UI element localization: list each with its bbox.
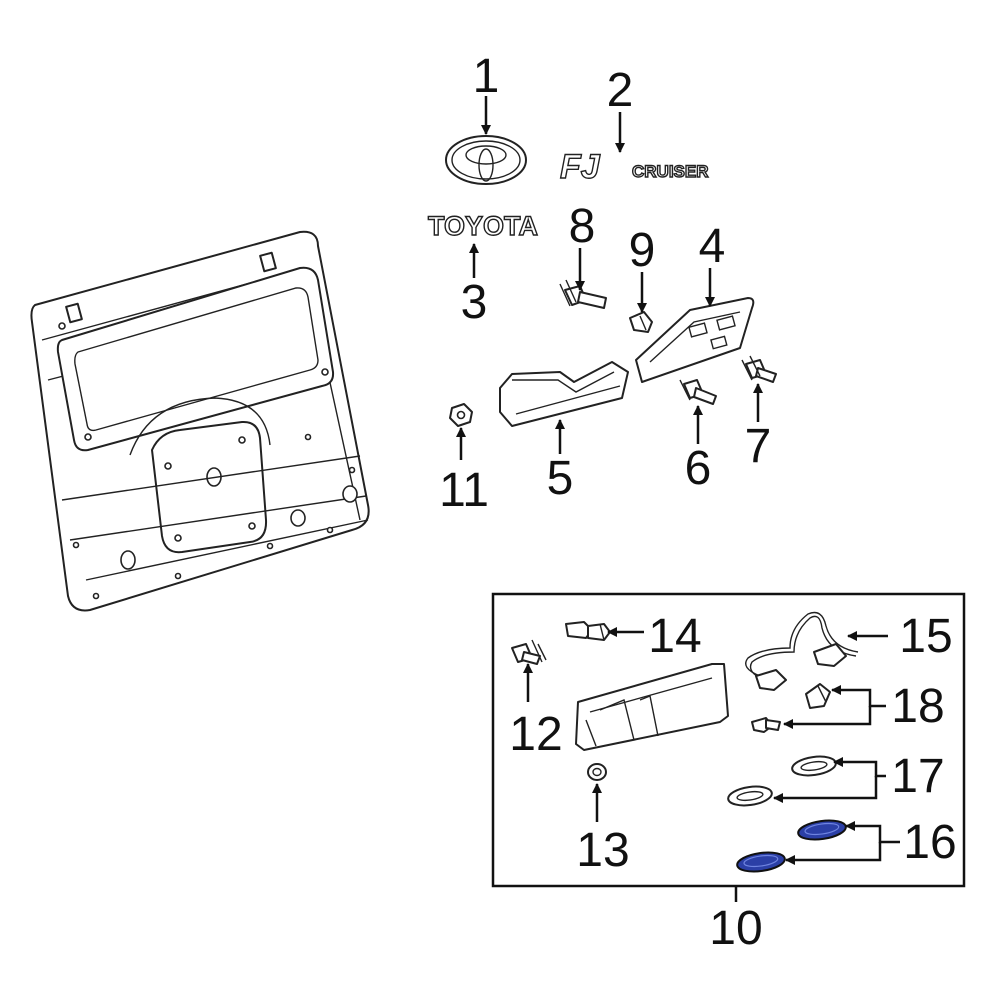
- bracket-part-4: [635, 297, 755, 383]
- bolt-part-12: [511, 639, 547, 665]
- handle-cover-part-5: [499, 361, 629, 427]
- callout-15: 15: [899, 610, 952, 663]
- toyota-wordmark-part: TOYOTA: [427, 210, 538, 241]
- nut-part-11: [449, 403, 473, 427]
- back-door-panel: [30, 230, 370, 612]
- fj-cruiser-nameplate-part: FJ CRUISER: [559, 147, 709, 186]
- license-lamp-housing: [575, 663, 729, 751]
- mount-plate: [151, 420, 268, 554]
- bolt-part-8: [559, 279, 607, 309]
- toyota-emblem-part: [445, 135, 527, 185]
- callout-2: 2: [607, 64, 634, 117]
- cruiser-word: CRUISER: [632, 162, 709, 181]
- callout-16: 16: [903, 816, 956, 869]
- leader-lines: [456, 96, 763, 460]
- callout-7: 7: [745, 420, 772, 473]
- callout-11: 11: [439, 464, 489, 517]
- callout-10: 10: [709, 902, 762, 955]
- callout-3: 3: [461, 276, 488, 329]
- callout-17: 17: [891, 750, 944, 803]
- callout-18: 18: [891, 680, 944, 733]
- callout-6: 6: [685, 442, 712, 495]
- socket-part-14: [565, 621, 611, 641]
- wire-harness-part-15: [745, 611, 859, 691]
- callout-5: 5: [547, 452, 574, 505]
- bolt-part-6: [679, 379, 717, 405]
- callout-9: 9: [629, 224, 656, 277]
- callout-8: 8: [569, 200, 596, 253]
- lamp-assembly-inset: [491, 592, 966, 902]
- callout-13: 13: [576, 824, 629, 877]
- toyota-wordmark: TOYOTA: [428, 211, 538, 241]
- bulb-part-18: [751, 683, 831, 733]
- callout-4: 4: [699, 220, 726, 273]
- callout-1: 1: [473, 50, 500, 103]
- inset-frame: [491, 592, 966, 888]
- lens-part-17: [727, 755, 837, 807]
- grommet-part-13: [587, 763, 607, 781]
- clip-part-9: [629, 311, 653, 333]
- callout-14: 14: [648, 610, 701, 663]
- gasket-part-16-highlighted: [736, 819, 847, 873]
- window-frame: [56, 266, 335, 452]
- bolt-part-7: [741, 355, 777, 383]
- callout-12: 12: [509, 708, 562, 761]
- fj-letters: FJ: [560, 148, 601, 186]
